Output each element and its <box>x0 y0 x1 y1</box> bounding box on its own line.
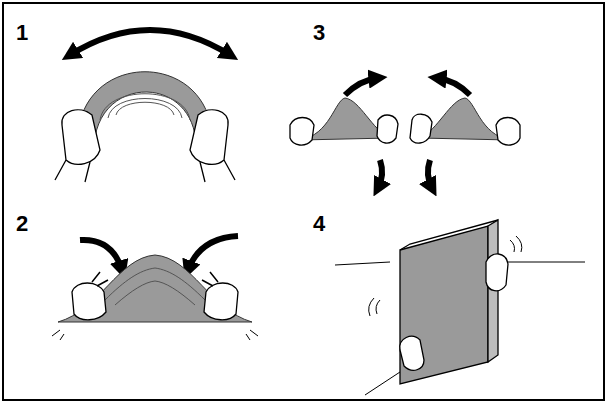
step-number: 4 <box>313 213 325 235</box>
step-1-figure <box>55 30 235 182</box>
step-2-figure <box>52 236 258 340</box>
step-number: 2 <box>16 213 28 235</box>
step-4-figure <box>335 220 585 395</box>
step-number: 3 <box>313 22 325 44</box>
step-3-figure <box>290 78 520 188</box>
frame <box>3 3 604 400</box>
step-number: 1 <box>16 22 28 44</box>
